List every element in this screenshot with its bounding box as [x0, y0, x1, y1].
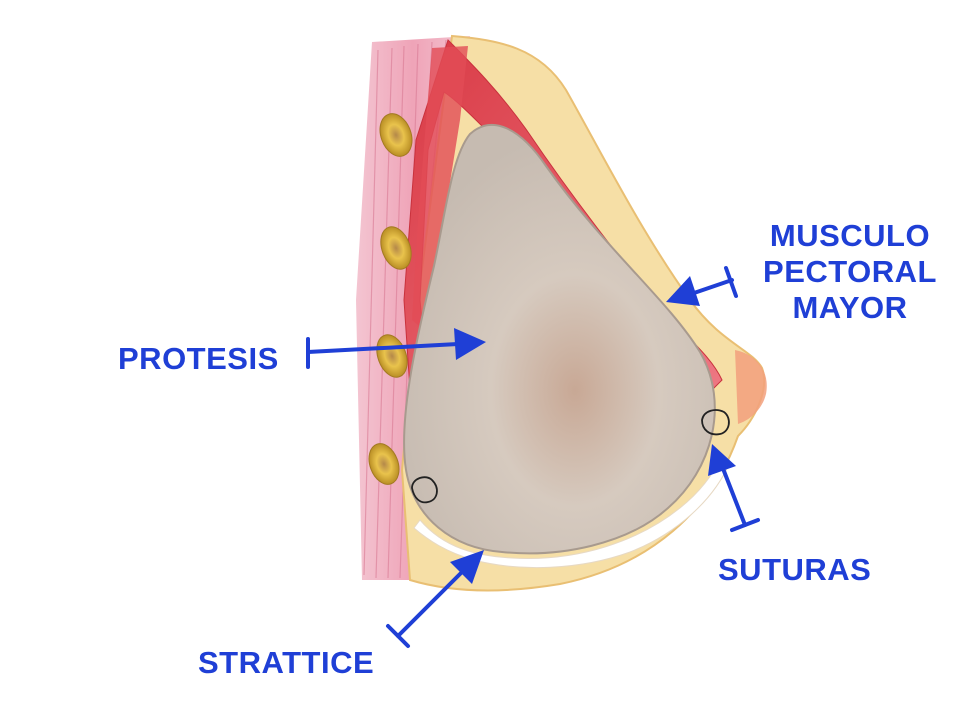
muscle-upper-band [412, 46, 468, 330]
breast-implant [403, 124, 716, 555]
rib-2 [380, 226, 412, 270]
arrow-protesis [306, 328, 486, 369]
label-musculo-line-3: MAYOR [792, 290, 908, 325]
suture-lower [411, 476, 438, 504]
label-musculo-line-1: MUSCULO [769, 218, 931, 253]
rib-4 [368, 443, 400, 485]
arrow-suturas [708, 444, 760, 532]
arrow-musculo [666, 266, 738, 306]
rib-1 [379, 113, 413, 157]
label-strattice: STRATTICE [198, 645, 375, 680]
label-protesis: PROTESIS [118, 341, 279, 376]
label-musculo-line-2: PECTORAL [763, 254, 937, 289]
ribs [368, 113, 413, 485]
label-suturas: SUTURAS [718, 552, 872, 587]
suture-upper [701, 409, 730, 436]
label-musculo-pectoral-mayor: MUSCULO PECTORAL MAYOR [750, 218, 950, 326]
nipple-areola [735, 350, 767, 424]
arrow-strattice [386, 550, 484, 648]
label-arrows [306, 266, 760, 648]
